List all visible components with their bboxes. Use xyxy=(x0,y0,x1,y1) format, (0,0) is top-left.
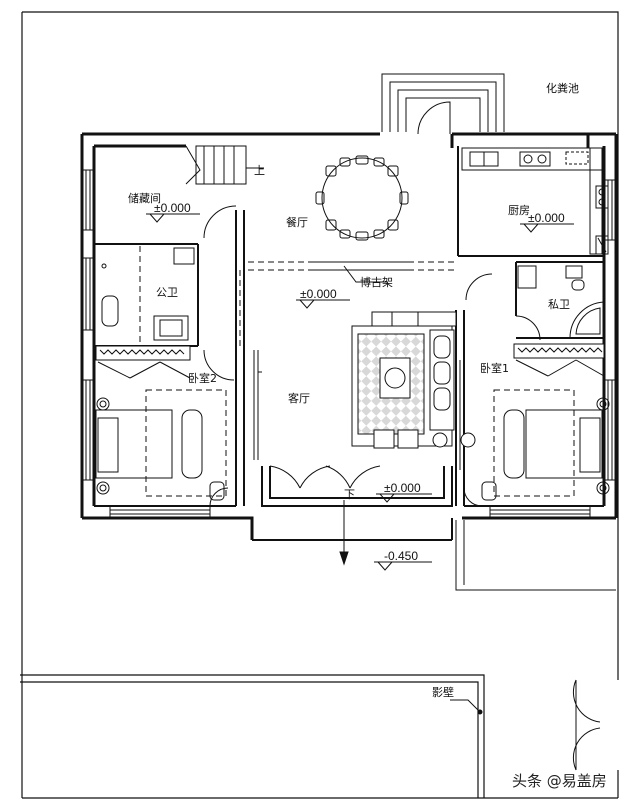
label-bedroom1: 卧室1 xyxy=(480,361,509,375)
label-dining: 餐厅 xyxy=(286,215,308,229)
label-bedroom2: 卧室2 xyxy=(188,371,217,385)
label-septic: 化粪池 xyxy=(546,81,579,95)
level-entry: ±0.000 xyxy=(384,481,421,495)
shelf-partition xyxy=(312,261,412,271)
label-stair-down: 下 xyxy=(344,488,355,501)
label-screen-wall: 影壁 xyxy=(432,685,454,699)
bed-bedroom2 xyxy=(95,397,225,501)
leader-lines xyxy=(343,265,483,715)
level-kitchen: ±0.000 xyxy=(528,211,565,225)
outdoor-lines xyxy=(455,520,616,591)
label-stair-up: 上 xyxy=(254,164,265,177)
label-kitchen: 厨房 xyxy=(508,204,530,217)
label-public-bath: 公卫 xyxy=(156,286,178,299)
dining-table xyxy=(315,155,409,241)
exterior-walls xyxy=(80,132,618,540)
label-shelf: 博古架 xyxy=(360,276,393,289)
entry-arrow xyxy=(339,500,349,566)
interior-walls xyxy=(94,146,604,541)
door-swings xyxy=(203,101,541,507)
level-hall: ±0.000 xyxy=(300,287,337,301)
level-markers xyxy=(146,213,574,571)
label-storage: 储藏间 xyxy=(128,191,161,205)
watermark: 头条 @易盖房 xyxy=(512,772,607,790)
storage-stair xyxy=(185,145,264,185)
gate xyxy=(572,679,601,771)
living-sofa-set xyxy=(351,311,476,449)
level-storage: ±0.000 xyxy=(154,201,191,215)
kitchen-counters xyxy=(461,147,609,255)
label-private-bath: 私卫 xyxy=(548,298,570,311)
bed-bedroom1 xyxy=(481,397,610,501)
wardrobe-bedroom2 xyxy=(95,345,191,379)
septic-tank-outline xyxy=(381,73,505,132)
public-bath-fixtures xyxy=(101,247,195,341)
site-boundary xyxy=(20,11,619,799)
level-outdoor: -0.450 xyxy=(384,549,418,563)
private-bath-fixtures xyxy=(517,265,605,339)
wardrobe-bedroom1 xyxy=(513,343,605,377)
windows xyxy=(82,169,616,518)
label-living: 客厅 xyxy=(288,391,310,405)
